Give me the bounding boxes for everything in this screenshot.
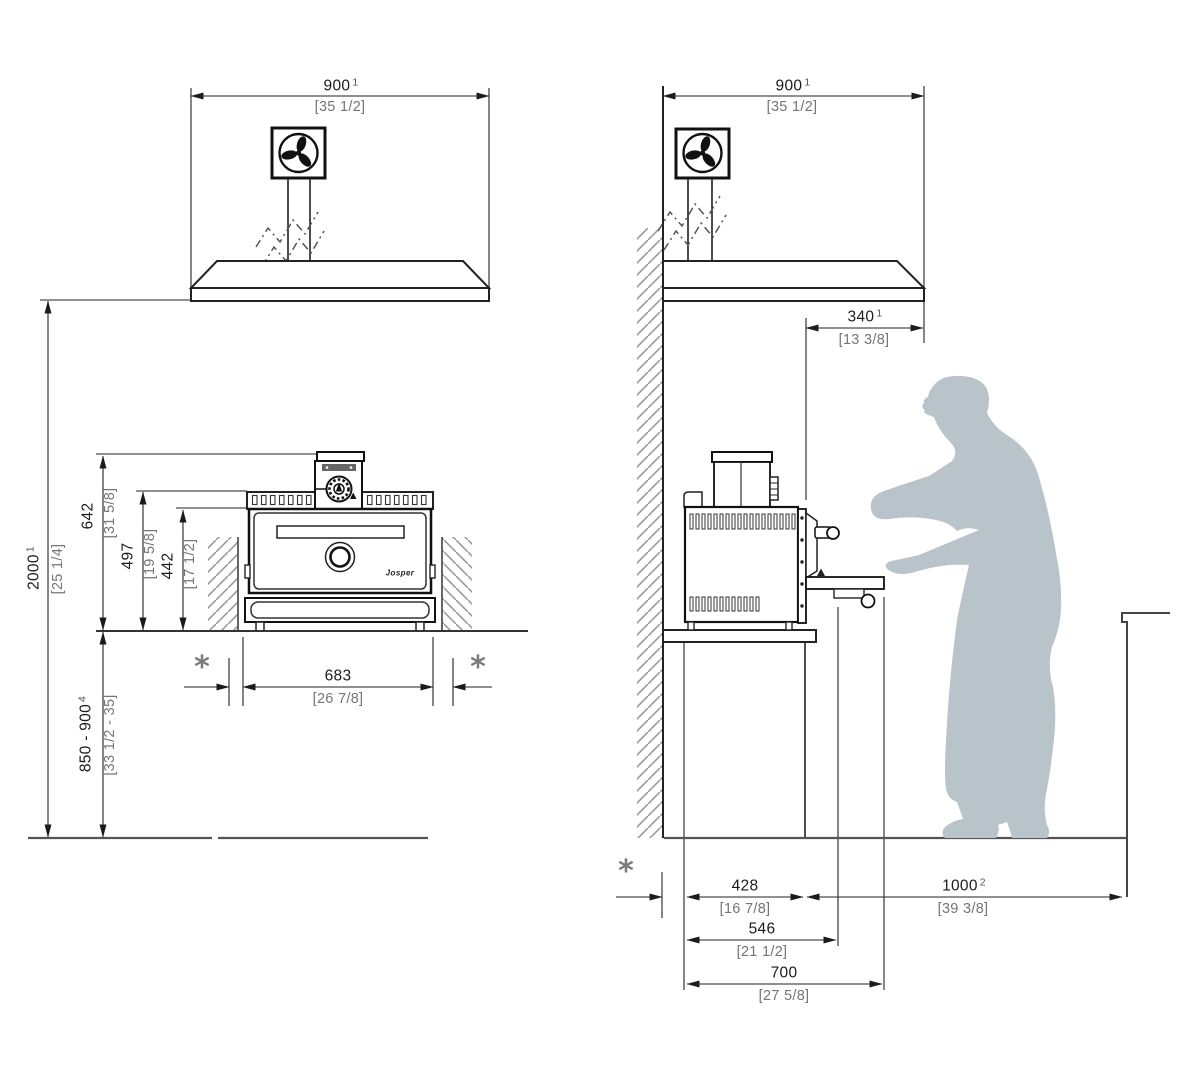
duct-side: [657, 178, 727, 261]
door-handle-knob: [826, 526, 840, 540]
dim-oven-depth: 428: [731, 877, 759, 895]
hood-front: [188, 260, 492, 302]
clearance-asterisk-right: *: [470, 650, 486, 685]
chimney-body-side: [713, 461, 771, 508]
side-screws: [800, 516, 804, 608]
duct-break-symbol-side: [657, 195, 727, 251]
dim-front-clearance-in: [39 3/8]: [937, 900, 989, 917]
front-vent-row-right: [366, 494, 427, 506]
door-slot: [276, 525, 405, 539]
dim-oven-width-in: [26 7/8]: [312, 690, 364, 707]
side-vent-row-bottom: [689, 596, 760, 612]
front-shelf: [805, 576, 885, 590]
dim-oven-height-total-in: [31 5/8]: [101, 487, 118, 539]
chimney-cap-side: [711, 451, 773, 463]
oven-side-view: [683, 451, 885, 631]
shelf-handle: [860, 593, 876, 609]
dim-counter-depth: 700: [770, 964, 798, 982]
dim-counter-height: 850 - 9004: [76, 695, 95, 773]
dim-counter-depth-in: [27 5/8]: [758, 987, 810, 1004]
oven-front-view: [244, 451, 436, 632]
opposite-counter: [1121, 612, 1170, 897]
front-dimension-lines: [40, 88, 492, 838]
extraction-fan-icon-side: [674, 127, 731, 180]
duct-break-symbol: [255, 211, 325, 267]
dim-oven-height-body-in: [19 5/8]: [141, 528, 158, 580]
chimney-cap: [316, 451, 365, 462]
dim-hood-overhang-in: [13 3/8]: [838, 331, 890, 348]
dim-oven-height-total: 642: [79, 502, 97, 530]
side-walls-front: [208, 537, 472, 631]
oven-stand: [662, 629, 817, 838]
dim-hood-width-front-in: [35 1/2]: [314, 98, 366, 115]
side-dimension-lines: [616, 86, 1123, 990]
dim-hood-height-in: [25 1/4]: [49, 543, 66, 595]
brand-logo: Josper: [385, 568, 415, 578]
duct-front: [255, 178, 325, 267]
front-view-panel: [28, 88, 528, 840]
chef-silhouette: [870, 375, 1062, 838]
dim-oven-height-body: 497: [119, 542, 137, 570]
door-mechanism: [805, 511, 818, 580]
clearance-asterisk-left: *: [194, 650, 210, 685]
clearance-asterisk-side: *: [618, 854, 634, 889]
dim-depth-to-handle-in: [21 1/2]: [736, 943, 788, 960]
side-view-panel: [616, 86, 1170, 990]
hood-side: [662, 260, 927, 302]
dim-hood-height: 20001: [24, 546, 43, 590]
front-vent-row-left: [251, 494, 312, 506]
wall-hatching: [637, 228, 663, 838]
dim-depth-to-handle: 546: [748, 920, 776, 938]
dim-oven-height-door: 442: [159, 552, 177, 580]
chimney-slot: [322, 464, 356, 471]
damper-dial: [316, 475, 357, 503]
dim-oven-depth-in: [16 7/8]: [719, 900, 771, 917]
dim-oven-width: 683: [324, 667, 352, 685]
dim-oven-height-door-in: [17 1/2]: [181, 538, 198, 590]
dim-counter-height-in: [33 1/2 - 35]: [101, 694, 118, 776]
dim-hood-width-side-in: [35 1/2]: [766, 98, 818, 115]
extraction-fan-icon: [270, 126, 327, 180]
side-vent-row-top: [689, 513, 796, 530]
